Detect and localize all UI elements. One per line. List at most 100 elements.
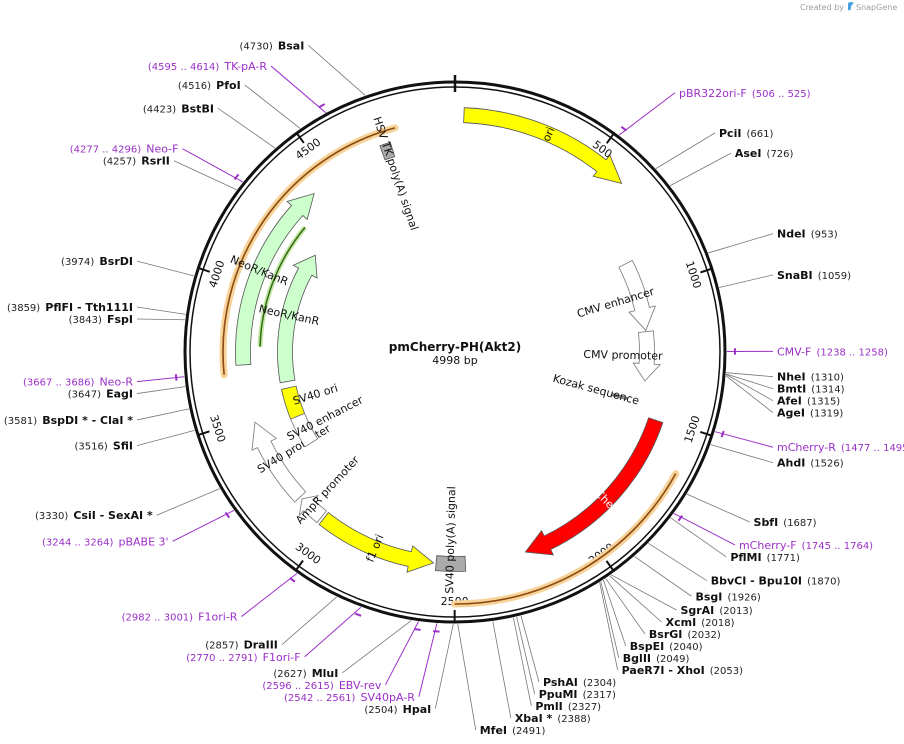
feature-cmv-promoter[interactable]: CMV promoter	[583, 331, 663, 381]
site-position: (1870)	[807, 577, 840, 588]
site-name: SnaBI	[777, 269, 813, 282]
site-bsgi[interactable]: BsgI (1926)	[696, 585, 761, 604]
site-position: (3581)	[4, 416, 37, 427]
site-position: (2032)	[688, 630, 721, 641]
primer-name: pBABE 3'	[118, 535, 168, 548]
site-asei[interactable]: AseI (726)	[735, 142, 794, 161]
site-pfoi[interactable]: (4516) PfoI	[178, 74, 241, 93]
primer-range: (506 .. 525)	[752, 89, 811, 100]
primer-mark	[176, 374, 177, 380]
site-bsai[interactable]: (4730) BsaI	[239, 34, 304, 53]
snapgene-logo-icon	[848, 2, 854, 10]
site-position: (2013)	[719, 606, 752, 617]
primer-leader	[241, 573, 297, 616]
feature-sv40-polya[interactable]: SV40 poly(A) signal	[435, 486, 465, 594]
site-leader	[137, 387, 185, 394]
primer-f1ori-r[interactable]: (2982 .. 3001) F1ori-R	[122, 606, 238, 625]
site-label: AhdI (1526)	[777, 452, 844, 471]
site-position: (1315)	[807, 397, 840, 408]
site-leader	[137, 430, 195, 445]
site-name: PaeR7I - XhoI	[622, 664, 705, 677]
site-leader	[513, 618, 531, 706]
site-label: (2627) MluI	[273, 662, 338, 681]
ring-tick-label: 4000	[206, 259, 227, 290]
primer-pbr322ori-f[interactable]: pBR322ori-F (506 .. 525)	[679, 82, 811, 101]
primer-range: (2982 .. 3001)	[122, 613, 194, 624]
primer-name: F1ori-R	[198, 611, 238, 624]
site-label: AseI (726)	[735, 142, 794, 161]
site-label: NdeI (953)	[777, 223, 838, 242]
site-bspdi-clai[interactable]: (3581) BspDI * - ClaI *	[4, 409, 133, 428]
site-position: (2053)	[710, 666, 743, 677]
feature-mcherry[interactable]: mCherry	[525, 418, 663, 555]
primer-cmv-f[interactable]: CMV-F (1238 .. 1258)	[777, 340, 888, 359]
primer-range: (1745 .. 1764)	[802, 541, 874, 552]
site-name: AhdI	[777, 457, 805, 470]
feature-sv40-ori-label: SV40 ori	[291, 382, 339, 408]
site-leader	[137, 409, 189, 420]
site-name: SbfI	[754, 516, 779, 529]
site-name: BsaI	[278, 39, 304, 52]
feature-hsv-tk-polya[interactable]: HSV TK poly(A) signal	[370, 115, 420, 232]
site-leader	[656, 133, 715, 169]
site-label: (3581) BspDI * - ClaI *	[4, 409, 133, 428]
labels: pBR322ori-F (506 .. 525) PciI (661)AseI (…	[4, 34, 904, 738]
site-position: (2627)	[273, 669, 306, 680]
snapgene-brand[interactable]: Created by SnapGene	[800, 2, 897, 12]
site-bsrdi[interactable]: (3974) BsrDI	[61, 250, 133, 269]
feature-hsv-tk-polya-label: HSV TK poly(A) signal	[370, 115, 420, 232]
site-label: (4516) PfoI	[178, 74, 241, 93]
site-name: AgeI	[777, 407, 805, 420]
site-position: (2857)	[205, 641, 238, 652]
site-ndei[interactable]: NdeI (953)	[777, 223, 838, 242]
site-name: HpaI	[403, 703, 432, 716]
site-snabi[interactable]: SnaBI (1059)	[777, 264, 851, 283]
feature-f1-ori[interactable]: f1 ori	[319, 513, 433, 573]
site-csii-sexai[interactable]: (3330) CsiI - SexAI *	[35, 504, 153, 523]
site-bstbi[interactable]: (4423) BstBI	[143, 97, 214, 116]
site-position: (4730)	[239, 41, 272, 52]
snapgene-brand-name: SnapGene	[856, 3, 897, 12]
site-name: PflMI	[730, 551, 761, 564]
site-position: (3516)	[74, 442, 107, 453]
site-position: (1926)	[728, 592, 761, 603]
site-name: RsrII	[141, 155, 170, 168]
site-label: (2857) DraIII	[205, 634, 278, 653]
site-position: (2504)	[364, 705, 397, 716]
primer-tk-pa-r[interactable]: (4595 .. 4614) TK-pA-R	[148, 55, 267, 74]
site-position: (2388)	[557, 714, 590, 725]
site-name: BstBI	[181, 102, 214, 115]
ring-tick	[700, 269, 710, 272]
primer-pbabe-3[interactable]: (3244 .. 3264) pBABE 3'	[42, 530, 169, 549]
site-leader	[342, 620, 411, 672]
site-leader	[137, 307, 186, 314]
site-position: (2304)	[583, 678, 616, 689]
feature-kozak[interactable]: Kozak sequence	[551, 372, 640, 408]
primer-leader	[419, 623, 437, 696]
site-position: (1526)	[810, 459, 843, 470]
site-leader	[458, 624, 476, 730]
site-draiii[interactable]: (2857) DraIII	[205, 634, 278, 653]
site-leader	[687, 494, 750, 522]
site-pcii[interactable]: PciI (661)	[719, 122, 774, 141]
primer-label: CMV-F (1238 .. 1258)	[777, 340, 888, 359]
site-sbfi[interactable]: SbfI (1687)	[754, 511, 817, 530]
site-label: (3974) BsrDI	[61, 250, 133, 269]
site-name: PciI	[719, 127, 741, 140]
site-leader	[648, 543, 706, 580]
primer-name: TK-pA-R	[223, 60, 267, 73]
site-position: (1314)	[811, 385, 844, 396]
site-name: NdeI	[777, 228, 806, 241]
site-ahdi[interactable]: AhdI (1526)	[777, 452, 844, 471]
site-label: (4423) BstBI	[143, 97, 214, 116]
feature-cmv-enhancer[interactable]: CMV enhancer	[575, 260, 656, 330]
site-sfii[interactable]: (3516) SfiI	[74, 435, 133, 454]
primer-mcherry-r[interactable]: mCherry-R (1477 .. 1495)	[777, 436, 904, 455]
site-bbvci-bpu10i[interactable]: BbvCI - Bpu10I (1870)	[711, 570, 841, 589]
site-leader	[218, 108, 275, 148]
ring-tick-label: 3500	[207, 413, 228, 444]
site-mlui[interactable]: (2627) MluI	[273, 662, 338, 681]
site-position: (3843)	[69, 315, 102, 326]
site-label: SnaBI (1059)	[777, 264, 851, 283]
